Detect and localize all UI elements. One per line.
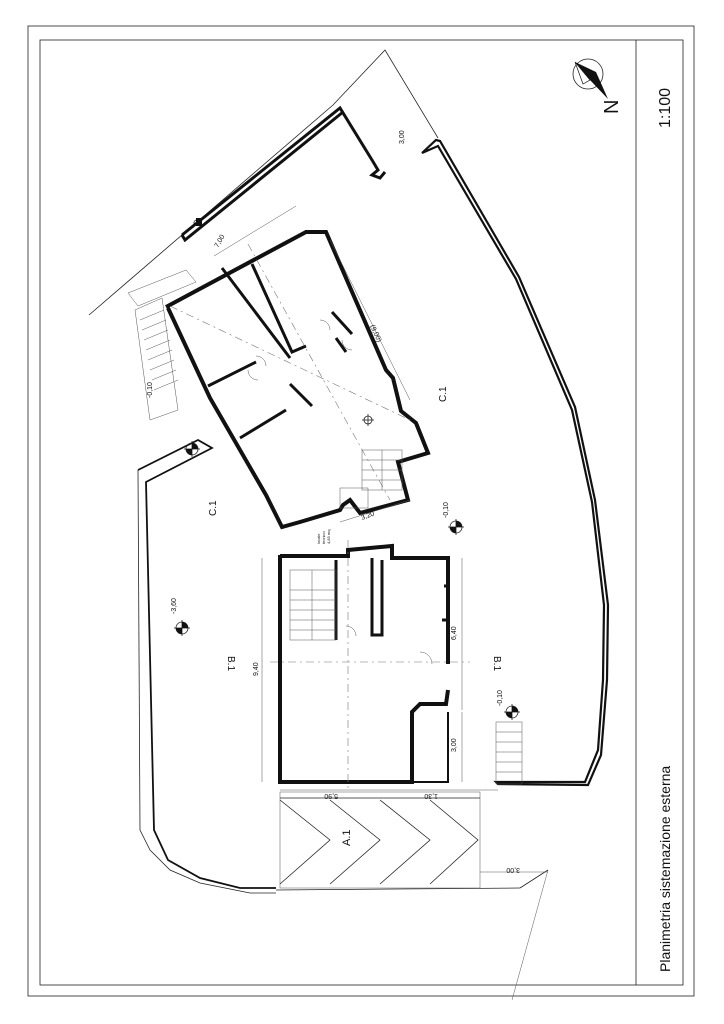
section-b1-left-label: B.1 <box>225 656 236 671</box>
site-boundary <box>88 49 439 316</box>
dim-300-right: 3,00 <box>451 738 458 752</box>
level-marker-icon <box>448 519 464 535</box>
dim-640: 6,40 <box>451 626 458 640</box>
level-010-mid: -0,10 <box>443 502 450 518</box>
wall-marker <box>196 218 202 226</box>
level-360: -3,60 <box>171 598 178 614</box>
boundary-bottom <box>275 887 521 891</box>
inner-frame <box>39 39 684 986</box>
stair-lower-right <box>495 721 523 785</box>
note-line-3: 4,83 mq <box>326 530 331 544</box>
boundary-line-low <box>511 869 549 1001</box>
note-line-1: locale <box>316 533 321 544</box>
upper-building <box>165 230 431 530</box>
dim-590: 5,90 <box>324 792 338 799</box>
note-line-2: tecnico <box>321 531 326 544</box>
dim-line-700 <box>213 205 297 257</box>
stair-upper-left <box>127 269 197 421</box>
dim-300-top: 3,00 <box>399 130 406 144</box>
dim-line-900 <box>329 239 411 401</box>
section-d-label: D <box>192 218 203 227</box>
section-c1-top-label: C.1 <box>438 386 449 402</box>
garage-ramp <box>279 791 481 889</box>
level-010-right: -0,10 <box>497 690 504 706</box>
north-label: N <box>601 100 623 114</box>
dim-300-bottom: 3,00 <box>506 866 520 873</box>
dim-130: 1,30 <box>424 792 438 799</box>
door-swings <box>247 319 433 665</box>
section-c1-bottom-label: C.1 <box>208 500 219 516</box>
level-marker-icon <box>504 704 520 720</box>
driveway-curve <box>137 438 276 889</box>
dim-940: 9,40 <box>253 662 260 676</box>
dim-320: 3,20 <box>360 511 375 522</box>
locale-tecnico-note: locale tecnico 4,83 mq <box>316 530 331 544</box>
dim-line-320 <box>339 499 411 523</box>
section-b1-right-label: B.1 <box>491 656 502 671</box>
boundary-diagonal <box>519 869 549 889</box>
north-arrow-icon: N <box>572 58 623 114</box>
level-marker-icon <box>362 414 374 426</box>
level-marker-icon <box>184 441 200 457</box>
outer-frame <box>27 25 695 997</box>
lower-building <box>270 540 470 790</box>
section-a1-label: A.1 <box>341 829 353 846</box>
level-010-left: -0,10 <box>147 382 154 398</box>
level-marker-icon <box>174 620 190 636</box>
large-outdoor-area <box>421 138 610 787</box>
dim-700: 7,00 <box>214 234 227 249</box>
sheet-title: Planimetria sistemazione esterna <box>657 766 673 972</box>
terrace-wall <box>180 105 387 243</box>
driveway-outer <box>137 469 276 894</box>
sheet-scale: 1:100 <box>657 88 674 128</box>
